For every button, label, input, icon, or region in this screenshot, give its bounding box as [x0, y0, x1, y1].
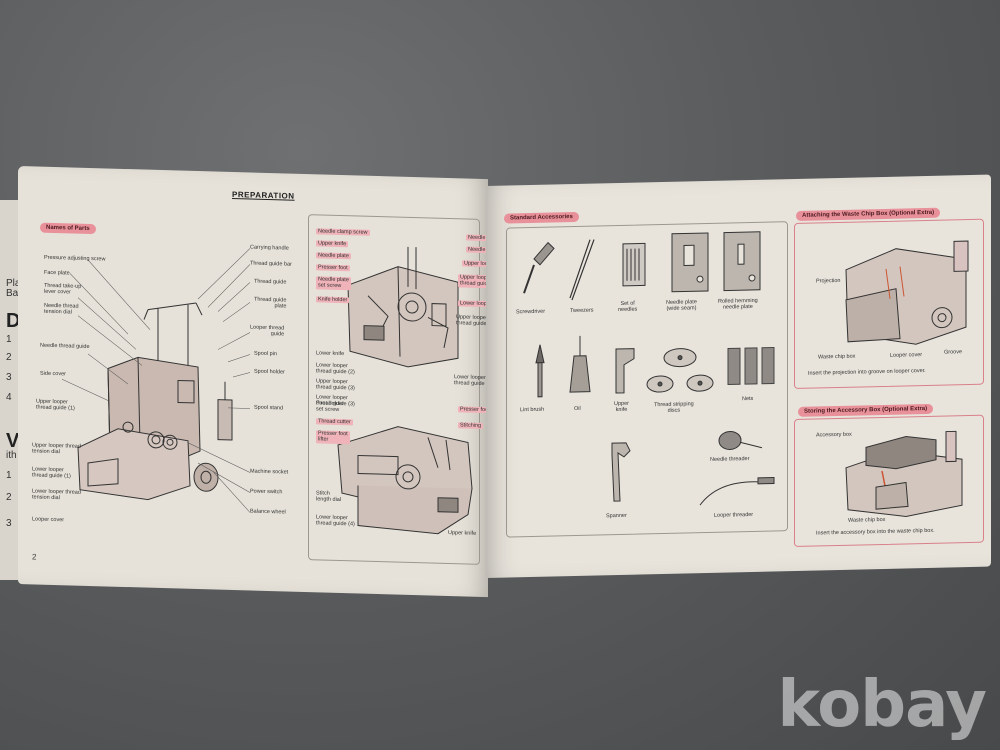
label-side-cover: Side cover: [40, 370, 66, 378]
label-upper-looper-thread-guide-1: Upper looper thread guide (1): [36, 398, 75, 412]
needle-threader-icon: [718, 430, 763, 450]
label-spool-pin: Spool pin: [254, 350, 277, 358]
label-upper-looper-thread-guide-right: Upper looper thread guide: [456, 314, 488, 328]
screwdriver-icon: [523, 241, 555, 294]
oil-bottle-icon: [569, 335, 591, 393]
lint-brush-icon: [535, 344, 545, 398]
label-lower-looper-thread-guide-1: Lower looper thread guide (1): [32, 466, 71, 480]
label-thread-guide-bar: Thread guide bar: [250, 260, 292, 268]
label-needle-thread-tension-dial: Needle thread tension dial: [44, 302, 79, 316]
label-looper-thread-guide: Looper thread guide: [250, 324, 285, 338]
label-spool-holder: Spool holder: [254, 368, 285, 376]
label-needle-right-1: Needle: [466, 234, 488, 242]
back-page-fragment: 2: [6, 352, 12, 363]
back-page-fragment: ith: [6, 450, 17, 461]
label-carrying-handle: Carrying handle: [250, 244, 289, 252]
caption-needle-plate-wide: Needle plate (wide seam): [666, 299, 697, 313]
label-upper-knife: Upper knife: [316, 240, 349, 248]
caption-oil: Oil: [574, 405, 581, 413]
storing-accessory-box-illustration: [845, 430, 963, 517]
caption-screwdriver: Screwdriver: [516, 308, 546, 316]
label-foot-holder-set-screw: Foot holder set screw: [316, 400, 344, 414]
label-presser-foot: Presser foot: [316, 264, 350, 272]
label-upper-knife-bottom: Upper knife: [448, 530, 477, 537]
caption-thread-stripping-discs: Thread stripping discs: [654, 401, 694, 415]
label-stitching: Stitching: [458, 422, 484, 430]
looper-threader-icon: [699, 476, 775, 506]
label-waste-chip-box-storing: Waste chip box: [848, 516, 886, 524]
spanner-icon: [611, 442, 631, 502]
section-title-waste-chip-box: Attaching the Waste Chip Box (Optional E…: [796, 207, 941, 221]
waste-chip-box-illustration: [845, 240, 969, 345]
label-projection: Projection: [816, 277, 841, 285]
kobay-watermark: kobay: [777, 668, 987, 742]
label-needle-thread-guide: Needle thread guide: [40, 342, 90, 350]
label-looper-cover-right: Looper cover: [890, 352, 923, 359]
label-lower-knife: Lower knife: [316, 350, 345, 358]
caption-upper-knife: Upper knife: [614, 400, 629, 414]
label-stitch-length-dial: Stitch length dial: [316, 490, 342, 504]
label-upper-looper-thread-tension-dial: Upper looper thread tension dial: [32, 442, 81, 456]
needles-icon: [622, 242, 646, 287]
leader-lines: [61, 248, 251, 513]
label-thread-take-up-lever-cover: Thread take-up lever cover: [44, 282, 82, 296]
caption-set-of-needles: Set of needles: [618, 300, 638, 314]
label-face-plate: Face plate: [44, 269, 70, 277]
label-machine-socket: Machine socket: [250, 468, 289, 476]
back-page-fragment: 3: [6, 518, 12, 529]
back-page-fragment: 1: [6, 334, 12, 345]
label-balance-wheel: Balance wheel: [250, 508, 286, 516]
label-thread-guide-plate: Thread guide plate: [254, 296, 287, 310]
back-page-fragment: V: [6, 430, 20, 452]
label-knife-holder: Knife holder: [316, 296, 350, 304]
caption-lint-brush: Lint brush: [520, 406, 545, 414]
label-presser-foot-lifter: Presser foot lifter: [316, 430, 350, 444]
back-page-fragment: D: [6, 310, 21, 332]
caption-rolled-hemming-plate: Rolled hemming needle plate: [718, 297, 758, 311]
back-page-fragment: 3: [6, 372, 12, 383]
label-upper-looper-thread-guide-3: Upper looper thread guide (3): [316, 378, 355, 392]
needle-area-illustration: [347, 246, 459, 368]
stitch-area-illustration: [337, 426, 473, 535]
upper-knife-icon: [615, 348, 635, 394]
caption-needle-threader: Needle threader: [710, 456, 750, 463]
tweezers-icon: [569, 239, 595, 301]
rolled-hemming-plate-icon: [723, 231, 761, 292]
label-looper-cover: Looper cover: [32, 516, 65, 524]
section-title-storing-accessory-box: Storing the Accessory Box (Optional Extr…: [798, 403, 934, 417]
label-thread-guide: Thread guide: [254, 278, 287, 286]
label-accessory-box: Accessory box: [816, 431, 852, 439]
page-number: 2: [32, 552, 37, 562]
label-lower-looper-thread-tension-dial: Lower looper thread tension dial: [32, 488, 81, 502]
back-page-fragment: 4: [6, 392, 12, 403]
label-lower-looper-thread-guide-4: Lower looper thread guide (4): [316, 514, 355, 528]
back-page-fragment: Pla: [6, 278, 21, 289]
manual-right-page: Standard Accessories Screwdriver Tweezer…: [486, 174, 991, 578]
label-waste-chip-box: Waste chip box: [818, 353, 856, 361]
caption-tweezers: Tweezers: [570, 307, 594, 315]
manual-left-page: PREPARATION Names of Parts: [18, 166, 501, 598]
thread-stripping-discs-icon: [646, 348, 714, 393]
needle-plate-wide-icon: [671, 232, 709, 293]
label-needle-plate-set-screw: Needle plate set screw: [316, 276, 351, 290]
label-lower-looper-thread-guide-right: Lower looper thread guide: [454, 374, 486, 388]
caption-nets: Nets: [742, 395, 754, 403]
back-page-fragment: 1: [6, 470, 12, 481]
label-lower-looper-thread-guide-2: Lower looper thread guide (2): [316, 362, 355, 376]
back-page-fragment: Bas: [6, 288, 24, 299]
overlock-machine-illustration: [77, 302, 233, 501]
caption-looper-threader: Looper threader: [714, 511, 754, 519]
back-page-fragment: 2: [6, 492, 12, 503]
label-power-switch: Power switch: [250, 488, 283, 496]
nets-icon: [727, 346, 775, 386]
section-title-standard-accessories: Standard Accessories: [504, 211, 579, 224]
label-spool-stand: Spool stand: [254, 404, 284, 412]
label-groove: Groove: [944, 349, 963, 356]
caption-spanner: Spanner: [606, 512, 627, 520]
label-needle-right-2: Needle: [466, 246, 488, 254]
